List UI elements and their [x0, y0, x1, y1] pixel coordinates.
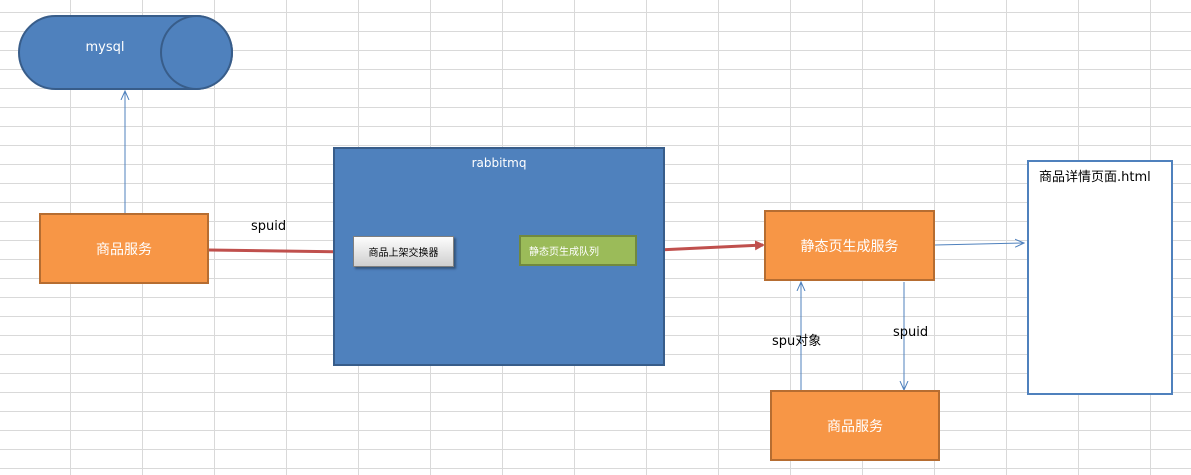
static-page-service-node: 静态页生成服务 — [764, 210, 935, 281]
rabbitmq-label: rabbitmq — [471, 156, 527, 170]
detail-page-label: 商品详情页面.html — [1039, 170, 1151, 185]
edge-label-spuid-down: spuid — [893, 325, 929, 340]
mysql-cylinder-cap — [160, 15, 233, 90]
product-service-node: 商品服务 — [39, 213, 209, 284]
exchange-node: 商品上架交换器 — [353, 236, 454, 267]
edge-label-spuid: spuid — [251, 219, 287, 234]
edge-label-spu-object: spu对象 — [772, 334, 822, 349]
mysql-label: mysql — [85, 39, 125, 55]
queue-node: 静态页生成队列 — [519, 235, 637, 266]
arrow-product-to-exchange — [208, 246, 354, 257]
arrow-static-service-to-page — [934, 243, 1024, 245]
detail-page-node — [1027, 160, 1173, 395]
product-service-bottom-node: 商品服务 — [770, 390, 940, 461]
